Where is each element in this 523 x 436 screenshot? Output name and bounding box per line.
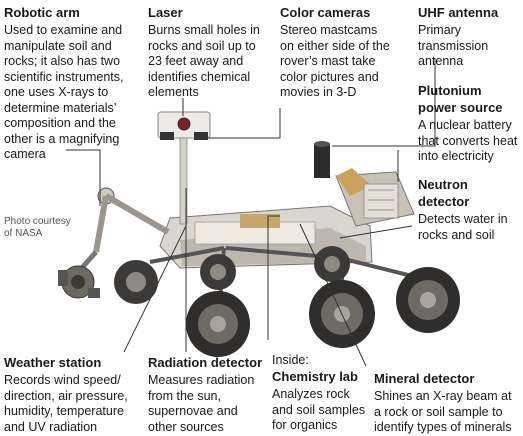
leader-neutron <box>339 225 413 239</box>
callout-mineral: Mineral detector Shines an X-ray beam at… <box>374 370 512 436</box>
uhf-antenna-desc: Primary transmission antenna <box>418 23 489 68</box>
callout-color-cameras: Color cameras Stereo mastcams on either … <box>280 4 390 101</box>
callout-chemistry: Inside: Chemistry lab Analyzes rock and … <box>272 352 365 434</box>
chemistry-prefix: Inside: <box>272 353 309 367</box>
laser-title: Laser <box>148 5 183 20</box>
rover-body <box>159 141 415 269</box>
mast <box>157 111 211 225</box>
color-cameras-title: Color cameras <box>280 5 371 20</box>
robotic-arm-title: Robotic arm <box>4 5 80 20</box>
plutonium-desc: A nuclear battery that converts heat int… <box>418 118 518 163</box>
callout-radiation: Radiation detector Measures radiation fr… <box>148 354 262 435</box>
chemistry-title: Chemistry lab <box>272 369 358 384</box>
callout-plutonium: Plutonium power source A nuclear battery… <box>418 82 517 165</box>
plutonium-title: Plutonium power source <box>418 83 503 115</box>
callout-laser: Laser Burns small holes in rocks and soi… <box>148 4 260 101</box>
mineral-desc: Shines an X-ray beam at a rock or soil s… <box>374 389 512 434</box>
callout-uhf-antenna: UHF antenna Primary transmission antenna <box>418 4 498 70</box>
callout-weather: Weather station Records wind speed/ dire… <box>4 354 128 435</box>
callout-robotic-arm: Robotic arm Used to examine and manipula… <box>4 4 123 163</box>
weather-title: Weather station <box>4 355 102 370</box>
neutron-desc: Detects water in rocks and soil <box>418 212 508 242</box>
radiation-desc: Measures radiation from the sun, superno… <box>148 373 255 434</box>
chemistry-desc: Analyzes rock and soil samples for organ… <box>272 387 366 432</box>
robotic-arm <box>58 187 170 299</box>
robotic-arm-desc: Used to examine and manipulate soil and … <box>4 23 124 161</box>
neutron-title: Neutron detector <box>418 177 470 209</box>
photo-credit: Photo courtesy of NASA <box>4 216 71 239</box>
mineral-title: Mineral detector <box>374 371 475 386</box>
leader-color-cameras <box>202 108 281 139</box>
leader-uhf-antenna <box>332 58 436 147</box>
color-cameras-desc: Stereo mastcams on either side of the ro… <box>280 23 390 99</box>
uhf-antenna-title: UHF antenna <box>418 5 499 20</box>
leader-lines <box>66 58 436 367</box>
laser-desc: Burns small holes in rocks and soil up t… <box>148 23 260 99</box>
radiation-title: Radiation detector <box>148 355 263 370</box>
leader-chemistry <box>267 215 280 340</box>
leader-robotic-arm <box>66 149 101 206</box>
leader-mineral <box>299 223 367 367</box>
callout-neutron: Neutron detector Detects water in rocks … <box>418 176 508 243</box>
weather-desc: Records wind speed/ direction, air press… <box>4 373 128 434</box>
leader-weather <box>123 225 187 353</box>
